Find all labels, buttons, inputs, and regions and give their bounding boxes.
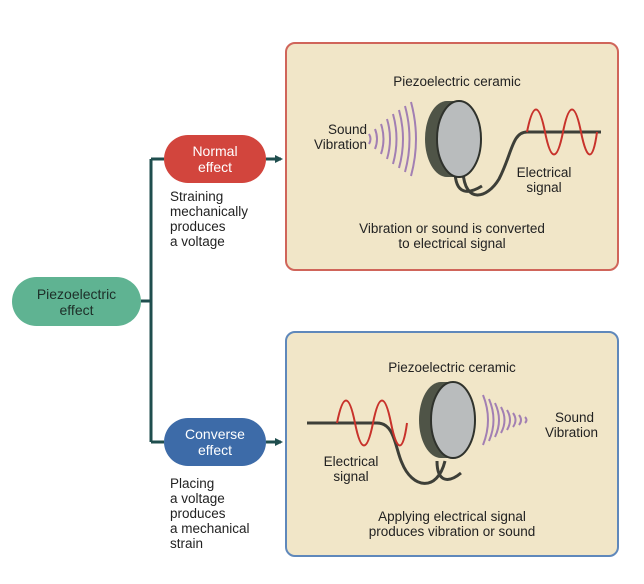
converse-effect-description: Placing a voltage produces a mechanical … [170, 476, 250, 551]
electrical-signal-wave [526, 108, 598, 156]
normal-effect-panel: Piezoelectric ceramic Sound Vibration El… [285, 42, 619, 271]
ceramic-lead-wire [435, 460, 462, 481]
piezoelectric-ceramic-disk [425, 100, 482, 178]
normal-effect-node: Normal effect [164, 135, 266, 183]
root-node-piezoelectric-effect: Piezoelectric effect [12, 277, 141, 326]
converse-panel-caption: Applying electrical signal produces vibr… [317, 509, 587, 539]
normal-desc-line: Straining [170, 189, 224, 204]
converse-desc-line: produces [170, 506, 226, 521]
normal-panel-caption: Vibration or sound is converted to elect… [317, 221, 587, 251]
normal-node-label-line1: Normal [192, 143, 238, 159]
root-node-label-line2: effect [59, 301, 94, 318]
piezoelectric-ceramic-disk [419, 381, 476, 459]
converse-signal-line1: Electrical [323, 454, 379, 469]
normal-panel-title: Piezoelectric ceramic [393, 74, 521, 89]
converse-electrical-signal-label: Electrical signal [311, 454, 391, 484]
converse-desc-line: a voltage [170, 491, 225, 506]
converse-panel-illustration [307, 381, 528, 485]
normal-effect-description: Straining mechanically produces a voltag… [170, 189, 248, 249]
normal-desc-line: mechanically [170, 204, 249, 219]
converse-node-label-line2: effect [198, 442, 232, 458]
converse-panel-title: Piezoelectric ceramic [388, 360, 516, 375]
normal-desc-line: produces [170, 219, 226, 234]
normal-signal-line1: Electrical [516, 165, 572, 180]
converse-sound-line1: Sound [555, 410, 595, 425]
converse-effect-node: Converse effect [164, 418, 266, 466]
normal-sound-line2: Vibration [313, 137, 367, 152]
normal-caption-line1: Vibration or sound is converted [359, 221, 545, 236]
sound-wave-arcs [368, 101, 417, 177]
electrical-wire [307, 421, 447, 485]
converse-caption-line1: Applying electrical signal [378, 509, 526, 524]
root-node-label-line1: Piezoelectric [36, 285, 117, 302]
converse-sound-vibration-label: Sound Vibration [545, 410, 615, 440]
normal-desc-line: a voltage [170, 234, 225, 249]
converse-desc-line: Placing [170, 476, 215, 491]
converse-desc-line: strain [170, 536, 204, 551]
normal-panel-illustration [368, 100, 601, 197]
normal-electrical-signal-label: Electrical signal [509, 165, 579, 195]
converse-signal-line2: signal [333, 469, 369, 484]
normal-node-label-line2: effect [198, 159, 232, 175]
converse-effect-panel: Piezoelectric ceramic Sound Vibration El… [285, 331, 619, 557]
normal-sound-vibration-label: Sound Vibration [293, 122, 367, 152]
converse-sound-line2: Vibration [545, 425, 599, 440]
converse-node-label-line1: Converse [185, 426, 245, 442]
normal-caption-line2: to electrical signal [398, 236, 506, 251]
normal-sound-line1: Sound [327, 122, 367, 137]
converse-desc-line: a mechanical [170, 521, 250, 536]
sound-wave-arcs [482, 394, 528, 446]
normal-signal-line2: signal [526, 180, 562, 195]
electrical-signal-wave [336, 399, 408, 447]
converse-caption-line2: produces vibration or sound [368, 524, 536, 539]
